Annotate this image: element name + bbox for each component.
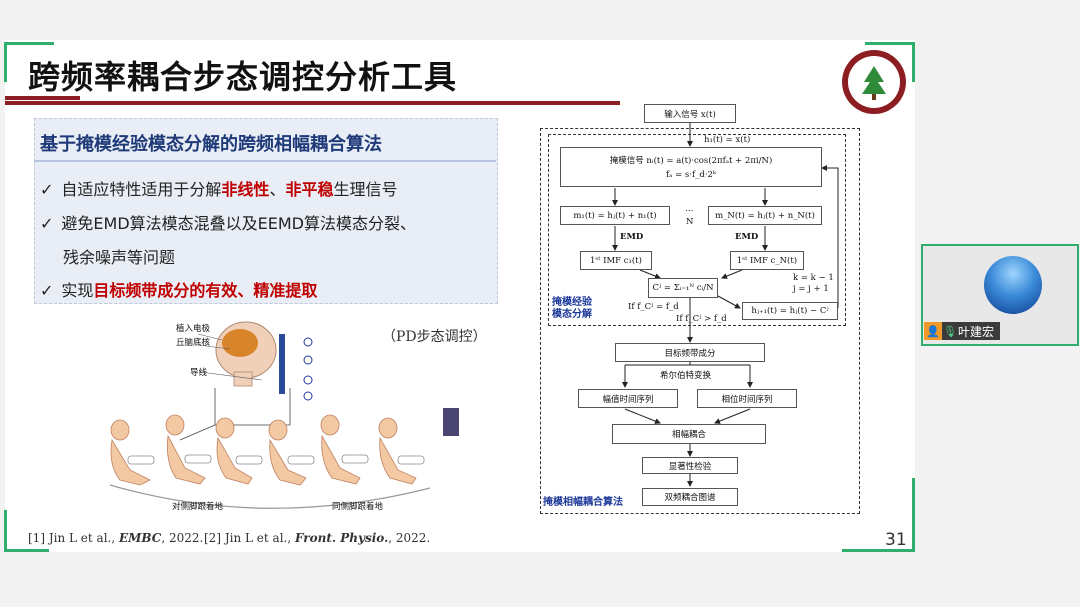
university-logo <box>842 50 906 114</box>
label-ipsi: 同侧脚跟着地 <box>332 502 384 512</box>
k-update: k = k − 1 <box>793 273 834 283</box>
check-icon: ✓ <box>40 180 54 199</box>
tree-icon <box>862 66 886 100</box>
node-mask-signal: 掩模信号 nᵢ(t) = a(t)·cos(2πfₐt + 2πi/N) fₐ … <box>560 147 822 187</box>
slide-title: 跨频率耦合步态调控分析工具 <box>28 58 458 96</box>
label-wire: 导线 <box>190 368 208 378</box>
emd-label-2: EMD <box>735 232 759 242</box>
if-equal: If f_Cʲ = f_d <box>628 302 679 312</box>
participant-name-tag: 👤 🎙 叶建宏 <box>924 322 1001 340</box>
node-imfN: 1ˢᵗ IMF c_N(t) <box>730 251 804 270</box>
bullet-3: ✓实现目标频带成分的有效、精准提取 <box>40 281 318 300</box>
corner-top-right-h <box>865 42 915 45</box>
node-cj: Cʲ = Σᵢ₌₁ᴺ cᵢ/N <box>648 278 718 298</box>
corner-top-left <box>4 42 7 82</box>
reference-1: [1] Jin L et al., EMBC, 2022. <box>28 531 204 545</box>
participant-name: 叶建宏 <box>958 324 995 339</box>
corner-bottom-left <box>4 510 7 552</box>
algorithm-frame <box>540 128 860 514</box>
title-underline <box>5 101 620 105</box>
page-number: 31 <box>885 530 907 550</box>
node-pac: 相幅耦合 <box>612 424 766 444</box>
node-phase: 相位时间序列 <box>697 389 797 408</box>
panel-heading: 基于掩模经验模态分解的跨频相幅耦合算法 <box>40 134 382 155</box>
pd-label: （PD步态调控） <box>382 329 487 345</box>
node-comodulogram: 双频耦合图谱 <box>642 488 738 506</box>
check-icon: ✓ <box>40 214 54 233</box>
corner-top-left-h <box>4 42 54 45</box>
mask-decomp-label: 掩模经验 模态分解 <box>552 297 592 320</box>
hilbert-label: 希尔伯特变换 <box>660 371 712 381</box>
node-amplitude: 幅值时间序列 <box>578 389 678 408</box>
bullet-2: ✓避免EMD算法模态混叠以及EEMD算法模态分裂、 <box>40 214 416 233</box>
bullet-2-cont: 残余噪声等问题 <box>63 248 176 267</box>
participant-avatar <box>984 256 1042 314</box>
algorithm-label: 掩模相幅耦合算法 <box>543 497 623 508</box>
label-contra: 对侧脚跟着地 <box>172 502 224 512</box>
node-imf1: 1ˢᵗ IMF c₁(t) <box>580 251 652 270</box>
check-icon: ✓ <box>40 281 54 300</box>
corner-bottom-left-h <box>4 549 49 552</box>
node-h1: h₁(t) = x(t) <box>704 135 751 145</box>
node-mN: m_N(t) = hⱼ(t) + n_N(t) <box>708 206 822 225</box>
node-significance: 显著性检验 <box>642 457 738 474</box>
node-target-band: 目标频带成分 <box>615 343 765 362</box>
corner-bottom-right <box>912 478 915 552</box>
title-underline-accent <box>5 96 80 100</box>
mask-emd-frame <box>548 134 846 326</box>
node-input: 输入信号 x(t) <box>644 104 736 123</box>
panel-divider <box>34 160 496 162</box>
node-h-next: hⱼ₊₁(t) = hⱼ(t) − Cʲ <box>742 302 838 320</box>
label-stn: 丘脑底核 <box>176 338 211 348</box>
corner-bottom-right-h <box>842 549 915 552</box>
if-greater: If f_Cʲ > f_d <box>676 314 727 324</box>
dots: … <box>685 204 694 214</box>
j-update: j = j + 1 <box>793 284 829 294</box>
reference-2: [2] Jin L et al., Front. Physio., 2022. <box>204 531 431 545</box>
label-electrode: 植入电极 <box>176 324 211 334</box>
key-points-panel <box>34 118 498 304</box>
bullet-1: ✓自适应特性适用于分解非线性、非平稳生理信号 <box>40 180 398 199</box>
node-m1: m₁(t) = hⱼ(t) + n₁(t) <box>560 206 670 225</box>
emd-label-1: EMD <box>620 232 644 242</box>
n-label: N <box>686 217 694 227</box>
microphone-icon: 🎙 <box>943 324 957 338</box>
corner-top-right <box>912 42 915 82</box>
user-icon: 👤 <box>924 322 942 340</box>
